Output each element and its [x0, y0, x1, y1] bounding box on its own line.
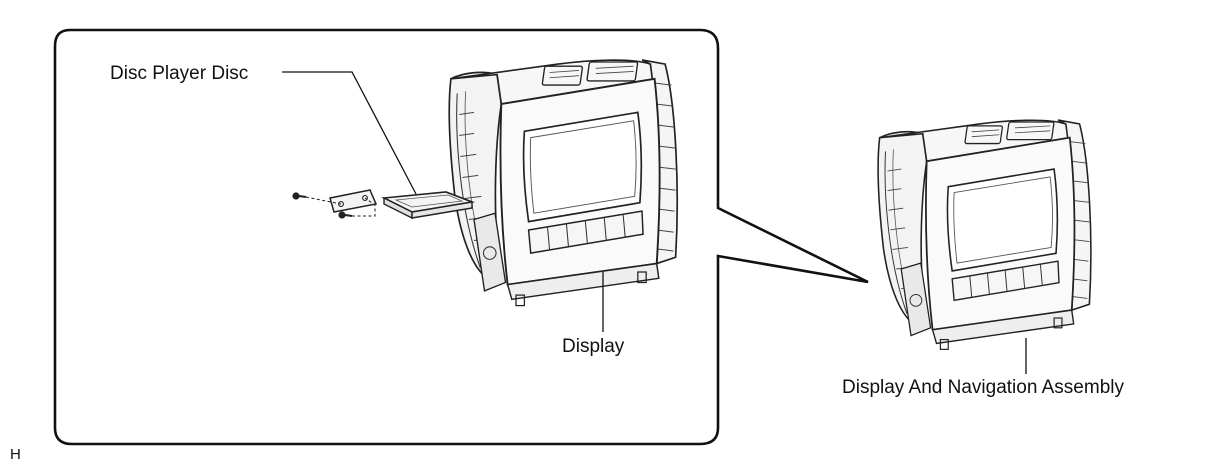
display-unit-detail	[448, 58, 679, 307]
alignment-dashed-line	[305, 196, 376, 217]
screw-icon	[292, 192, 307, 200]
detail-frame	[53, 28, 869, 446]
screw-icon	[338, 211, 353, 219]
bracket-icon	[329, 189, 378, 213]
figure-code-label: H	[10, 446, 21, 463]
disc-player-mechanism-icon	[381, 191, 476, 220]
display-navigation-assembly-label: Display And Navigation Assembly	[842, 377, 1124, 398]
display-navigation-assembly-icon	[877, 119, 1092, 351]
disc-leader-line	[282, 71, 417, 195]
disc-player-disc-label: Disc Player Disc	[110, 63, 249, 84]
display-label: Display	[562, 336, 625, 357]
